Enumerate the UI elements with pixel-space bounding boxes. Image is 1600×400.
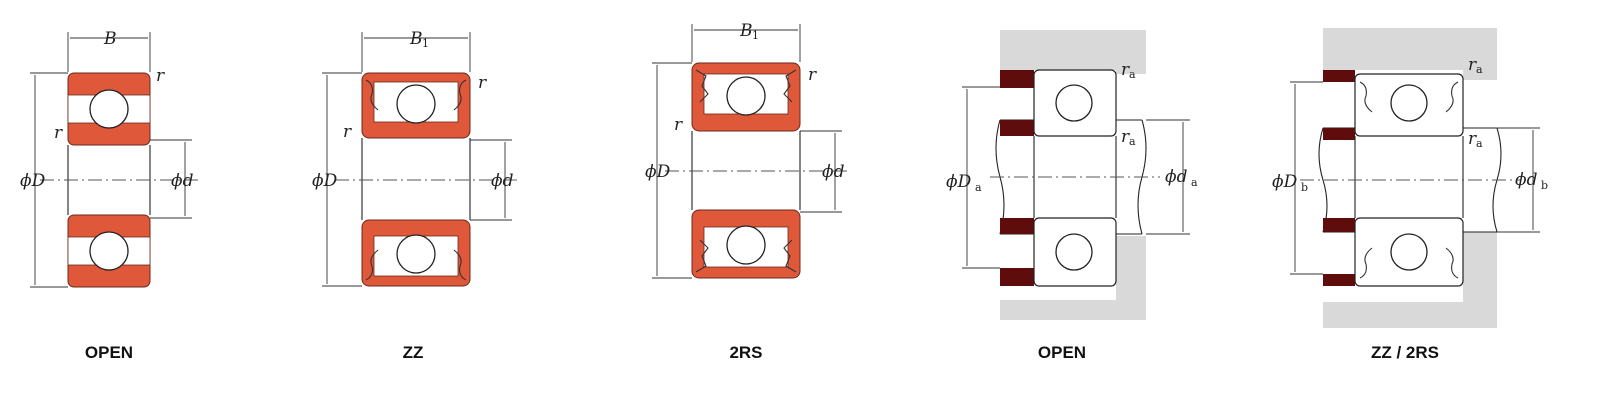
radius-label: r	[674, 115, 683, 135]
outer-diameter-label: ϕD	[20, 171, 46, 191]
shoulder	[1323, 128, 1355, 140]
ball	[89, 231, 129, 271]
bore-diameter-label: ϕd	[1515, 170, 1538, 190]
ball	[1055, 233, 1093, 271]
bore-diameter-label: ϕd	[822, 162, 845, 182]
shoulder	[1323, 274, 1355, 286]
shoulder	[1323, 218, 1355, 232]
outer-diameter-label: ϕD	[946, 172, 972, 192]
shoulder	[1000, 120, 1034, 136]
seal	[695, 69, 797, 103]
caption: OPEN	[85, 343, 133, 362]
radius-subscript: a	[1476, 63, 1483, 76]
caption: ZZ	[403, 343, 424, 362]
ball	[1390, 84, 1428, 122]
radius-label: r	[343, 122, 352, 142]
bore-diameter-label: ϕd	[1165, 167, 1188, 187]
radius-label: r	[54, 123, 63, 143]
panel-2rs: B 1 ϕD ϕd r r 2RS	[645, 21, 850, 362]
shoulder	[1323, 70, 1355, 82]
radius-label: r	[478, 73, 487, 93]
outer-diameter-label: ϕD	[1272, 172, 1298, 192]
radius-label: r	[156, 66, 165, 86]
shield	[1359, 247, 1459, 279]
caption: 2RS	[729, 343, 762, 362]
shoulder	[1000, 70, 1034, 88]
radius-label: r	[1121, 60, 1130, 80]
seal	[695, 239, 797, 273]
shield	[1359, 81, 1459, 113]
outer-diameter-label: ϕD	[312, 171, 338, 191]
ball	[396, 84, 436, 124]
panel-zz-2rs-mounting: ϕD b ϕd b r a r a ZZ / 2RS	[1272, 28, 1548, 362]
shoulder	[1000, 218, 1034, 234]
bore-diameter-label: ϕd	[171, 171, 194, 191]
ball	[1055, 84, 1093, 122]
bore-diameter-label: ϕd	[491, 171, 514, 191]
radius-subscript: a	[1129, 135, 1136, 148]
width-label: B	[739, 21, 753, 41]
panel-open: B ϕD ϕd r r OPEN	[20, 29, 200, 362]
radius-subscript: a	[1476, 137, 1483, 150]
width-label: B	[103, 29, 117, 49]
outer-diameter-subscript: b	[1301, 181, 1308, 194]
radius-label: r	[1468, 55, 1477, 75]
shoulder	[1000, 268, 1034, 286]
width-subscript: 1	[422, 37, 429, 50]
radius-subscript: a	[1129, 68, 1136, 81]
ball	[1390, 233, 1428, 271]
panel-zz: B 1 ϕD ϕd r r ZZ	[312, 29, 520, 362]
ball	[726, 225, 766, 265]
shield	[365, 79, 467, 111]
caption: ZZ / 2RS	[1371, 343, 1439, 362]
width-label: B	[409, 29, 423, 49]
outer-diameter-label: ϕD	[645, 162, 671, 182]
radius-label: r	[808, 65, 817, 85]
caption: OPEN	[1038, 343, 1086, 362]
outer-diameter-subscript: a	[975, 181, 982, 194]
shield	[365, 249, 467, 281]
panel-open-mounting: ϕD a ϕd a r a r a OPEN	[946, 30, 1198, 362]
radius-label: r	[1121, 127, 1130, 147]
bore-diameter-subscript: a	[1191, 176, 1198, 189]
radius-label: r	[1468, 129, 1477, 149]
ball	[396, 234, 436, 274]
width-subscript: 1	[752, 29, 759, 42]
bore-diameter-subscript: b	[1541, 179, 1548, 192]
ball	[726, 76, 766, 116]
ball	[89, 89, 129, 129]
